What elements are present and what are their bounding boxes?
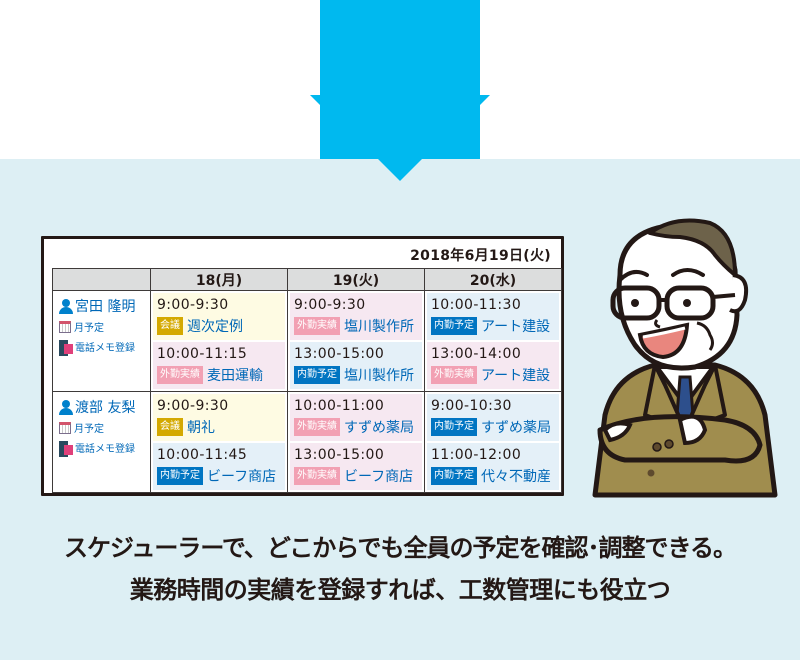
current-date: 2018年6月19日(火) (410, 248, 551, 264)
calendar-icon (59, 421, 71, 434)
entry-title[interactable]: ビーフ商店 (207, 469, 277, 485)
schedule-entry[interactable]: 9:00-9:30 会議朝礼 (153, 394, 285, 441)
monthly-schedule-link[interactable]: 月予定 (59, 418, 150, 437)
day-cell: 9:00-9:30 会議週次定例 10:00-11:15 外勤実績麦田運輸 (150, 290, 288, 392)
schedule-grid: 18(月) 19(火) 20(水) 宮田 隆明 月予定 (52, 268, 562, 493)
phone-memo-icon (59, 339, 73, 356)
entry-title[interactable]: 週次定例 (187, 319, 243, 335)
entry-title[interactable]: 朝礼 (187, 420, 215, 436)
day-cell: 10:00-11:00 外勤実績すずめ薬局 13:00-15:00 外勤実績ビー… (287, 391, 425, 493)
schedule-entry[interactable]: 10:00-11:30 内勤予定アート建設 (427, 293, 559, 340)
entry-time: 13:00-15:00 (294, 447, 385, 463)
user-icon (59, 399, 73, 415)
entry-title[interactable]: ビーフ商店 (344, 469, 414, 485)
scheduler-window: 2018年6月19日(火) 18(月) 19(火) 20(水) 宮田 隆明 (41, 236, 564, 496)
entry-badge: 外勤実績 (294, 418, 340, 436)
caption-line-2: 業務時間の実績を登録すれば、工数管理にも役立つ (129, 576, 671, 604)
phone-memo-link[interactable]: 電話メモ登録 (59, 438, 150, 457)
header-day-20[interactable]: 20(水) (424, 268, 562, 291)
header-corner (52, 268, 151, 291)
entry-time: 13:00-14:00 (431, 346, 522, 362)
down-arrow (0, 0, 800, 160)
entry-badge: 外勤実績 (431, 366, 477, 384)
caption: スケジューラーで、どこからでも全員の予定を確認･調整できる。 業務時間の実績を登… (0, 530, 800, 608)
person-cell: 渡部 友梨 月予定 電話メモ登録 (52, 391, 151, 493)
person-name-link[interactable]: 渡部 友梨 (59, 397, 150, 417)
schedule-entry[interactable]: 10:00-11:00 外勤実績すずめ薬局 (290, 394, 422, 441)
entry-time: 9:00-9:30 (294, 297, 366, 313)
entry-title[interactable]: 代々不動産 (481, 469, 551, 485)
person-name-link[interactable]: 宮田 隆明 (59, 296, 150, 316)
user-icon (59, 298, 73, 314)
caption-line-1: スケジューラーで、どこからでも全員の予定を確認･調整できる。 (64, 534, 737, 562)
entry-time: 9:00-9:30 (157, 398, 229, 414)
entry-badge: 会議 (157, 317, 183, 335)
link-label: 電話メモ登録 (75, 343, 135, 354)
calendar-icon (59, 320, 71, 333)
entry-time: 10:00-11:15 (157, 346, 248, 362)
link-label: 電話メモ登録 (75, 444, 135, 455)
schedule-entry[interactable]: 13:00-15:00 内勤予定塩川製作所 (290, 342, 422, 389)
entry-title[interactable]: すずめ薬局 (344, 420, 414, 436)
entry-badge: 外勤実績 (294, 467, 340, 485)
day-cell: 9:00-10:30 内勤予定すずめ薬局 11:00-12:00 内勤予定代々不… (424, 391, 562, 493)
link-label: 月予定 (74, 424, 104, 435)
day-cell: 9:00-9:30 外勤実績塩川製作所 13:00-15:00 内勤予定塩川製作… (287, 290, 425, 392)
schedule-entry[interactable]: 9:00-9:30 外勤実績塩川製作所 (290, 293, 422, 340)
monthly-schedule-link[interactable]: 月予定 (59, 317, 150, 336)
entry-time: 10:00-11:00 (294, 398, 385, 414)
phone-memo-icon (59, 440, 73, 457)
person-name: 宮田 隆明 (75, 299, 136, 315)
entry-title[interactable]: アート建設 (481, 319, 551, 335)
entry-badge: 内勤予定 (294, 366, 340, 384)
arrow-tip-icon (378, 159, 422, 181)
schedule-entry[interactable]: 10:00-11:45 内勤予定ビーフ商店 (153, 443, 285, 490)
entry-time: 13:00-15:00 (294, 346, 385, 362)
schedule-entry[interactable]: 9:00-9:30 会議週次定例 (153, 293, 285, 340)
entry-time: 10:00-11:30 (431, 297, 522, 313)
day-cell: 10:00-11:30 内勤予定アート建設 13:00-14:00 外勤実績アー… (424, 290, 562, 392)
entry-badge: 内勤予定 (431, 317, 477, 335)
arrow-wing-left (310, 95, 320, 105)
schedule-entry[interactable]: 13:00-15:00 外勤実績ビーフ商店 (290, 443, 422, 490)
entry-time: 9:00-10:30 (431, 398, 512, 414)
businessman-illustration-icon (592, 218, 778, 498)
entry-title[interactable]: 塩川製作所 (344, 368, 414, 384)
arrow-shaft (320, 0, 480, 160)
person-cell: 宮田 隆明 月予定 電話メモ登録 (52, 290, 151, 392)
schedule-entry[interactable]: 9:00-10:30 内勤予定すずめ薬局 (427, 394, 559, 441)
entry-title[interactable]: アート建設 (481, 368, 551, 384)
header-day-18[interactable]: 18(月) (150, 268, 288, 291)
entry-time: 10:00-11:45 (157, 447, 248, 463)
entry-badge: 外勤実績 (294, 317, 340, 335)
day-cell: 9:00-9:30 会議朝礼 10:00-11:45 内勤予定ビーフ商店 (150, 391, 288, 493)
entry-time: 11:00-12:00 (431, 447, 522, 463)
entry-badge: 会議 (157, 418, 183, 436)
entry-title[interactable]: 塩川製作所 (344, 319, 414, 335)
entry-badge: 内勤予定 (157, 467, 203, 485)
phone-memo-link[interactable]: 電話メモ登録 (59, 337, 150, 356)
person-row: 宮田 隆明 月予定 電話メモ登録 9:00-9:3 (52, 290, 562, 392)
entry-badge: 内勤予定 (431, 418, 477, 436)
schedule-entry[interactable]: 13:00-14:00 外勤実績アート建設 (427, 342, 559, 389)
person-name: 渡部 友梨 (75, 400, 136, 416)
person-row: 渡部 友梨 月予定 電話メモ登録 9:00-9:3 (52, 391, 562, 493)
schedule-entry[interactable]: 11:00-12:00 内勤予定代々不動産 (427, 443, 559, 490)
arrow-wing-right (480, 95, 490, 105)
entry-time: 9:00-9:30 (157, 297, 229, 313)
link-label: 月予定 (74, 323, 104, 334)
entry-badge: 内勤予定 (431, 467, 477, 485)
entry-badge: 外勤実績 (157, 366, 203, 384)
entry-title[interactable]: 麦田運輸 (207, 368, 263, 384)
header-day-19[interactable]: 19(火) (287, 268, 425, 291)
schedule-entry[interactable]: 10:00-11:15 外勤実績麦田運輸 (153, 342, 285, 389)
header-row: 18(月) 19(火) 20(水) (52, 268, 562, 291)
entry-title[interactable]: すずめ薬局 (481, 420, 551, 436)
